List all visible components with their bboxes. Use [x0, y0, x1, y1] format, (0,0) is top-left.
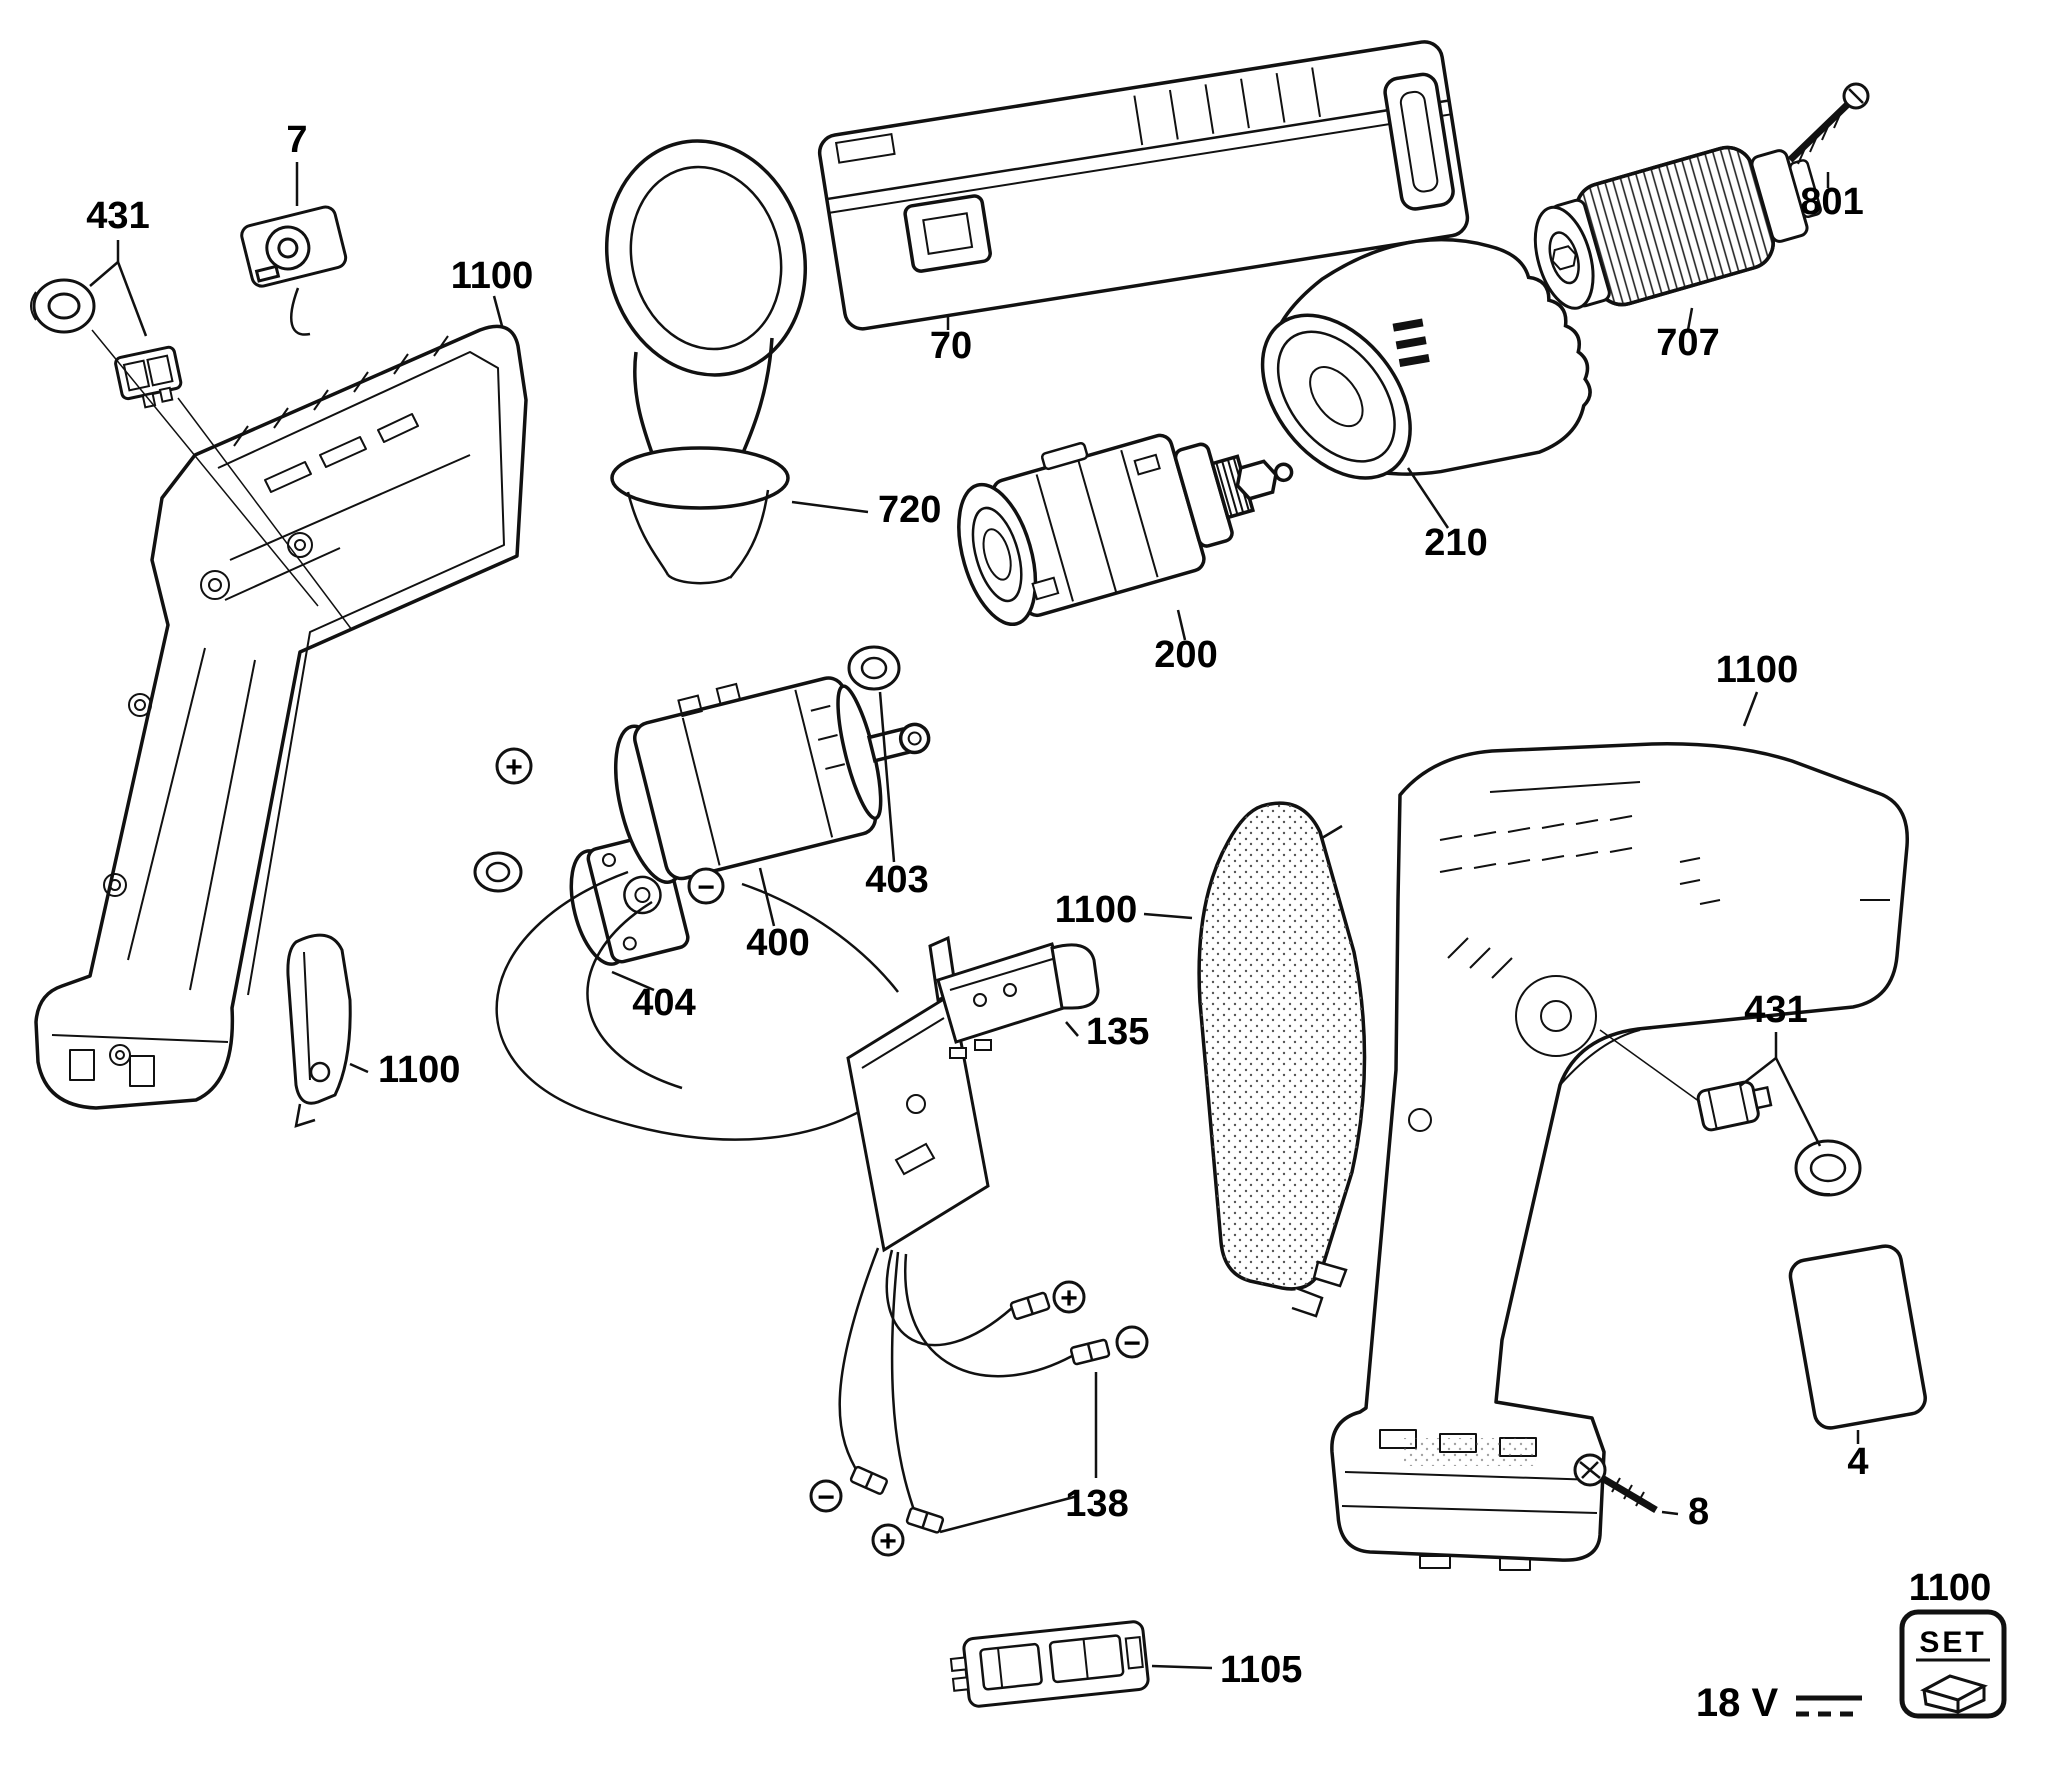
carrying-case-part — [817, 40, 1470, 331]
part-label-138: 138 — [1065, 1483, 1128, 1525]
clutch-collar-part — [1260, 237, 1592, 480]
part-label-8: 8 — [1688, 1491, 1709, 1533]
set-badge-label: SET — [1919, 1626, 1986, 1659]
part-label-400: 400 — [746, 922, 809, 964]
part-label-403: 403 — [865, 859, 928, 901]
part-label-431-left: 431 — [86, 195, 149, 237]
housing-left-part — [34, 324, 528, 1110]
part-label-7: 7 — [286, 119, 307, 161]
chuck-screw-part — [1787, 82, 1870, 165]
part-label-1100-set: 1100 — [1909, 1567, 1991, 1609]
part-label-4: 4 — [1847, 1441, 1868, 1483]
part-label-1100-right: 1100 — [1716, 649, 1798, 691]
wiring-polarity — [809, 1280, 1149, 1557]
housing-right-part — [1330, 742, 1909, 1571]
set-badge — [1899, 1609, 2007, 1719]
terminal-block-part — [949, 1620, 1150, 1708]
motor-plus-mark: + — [505, 751, 523, 784]
button-wire — [290, 287, 311, 336]
voltage-label: 18 V — [1696, 1681, 1779, 1725]
grip-texture — [1199, 803, 1365, 1289]
part-label-404: 404 — [632, 982, 695, 1024]
leader-lines — [295, 162, 1860, 1670]
part-label-210: 210 — [1424, 522, 1487, 564]
switch-assembly-part — [846, 935, 1100, 1253]
funnel-part — [604, 139, 808, 585]
set-cube-icon — [1920, 1674, 1988, 1714]
wiring-set-part — [838, 1247, 1111, 1534]
housing-left-details — [51, 335, 505, 1087]
grommet-part — [473, 645, 901, 893]
part-label-431-right: 431 — [1744, 989, 1807, 1031]
wire-plus-mark-1: + — [1060, 1282, 1078, 1315]
foot-texture — [1404, 1438, 1536, 1466]
motor-minus-mark: − — [697, 871, 715, 904]
wire-minus-mark-1: − — [1123, 1327, 1141, 1360]
part-label-1100-lever: 1100 — [378, 1049, 460, 1091]
wire-minus-mark-2: − — [817, 1481, 835, 1514]
housing-screw-part — [1573, 1453, 1658, 1514]
part-label-1100-grip: 1100 — [1055, 889, 1137, 931]
trigger-button — [1050, 943, 1100, 1010]
gearbox-joints — [1035, 449, 1159, 602]
motor-details — [677, 682, 846, 866]
fastener-left-leaders — [89, 240, 353, 631]
chuck-hex-socket — [1551, 245, 1577, 271]
grip-cover-part — [1197, 801, 1367, 1318]
part-label-801: 801 — [1800, 181, 1863, 223]
wire-plus-mark-2: + — [879, 1525, 897, 1558]
case-grooves — [1133, 67, 1321, 146]
motor-part — [569, 676, 931, 966]
motor-polarity — [495, 747, 725, 905]
lock-lever-part — [286, 933, 352, 1128]
fastener-kit-left-part — [30, 240, 353, 631]
part-label-707: 707 — [1656, 322, 1719, 364]
torque-marks — [1392, 318, 1430, 368]
fastener-right-leaders — [1599, 1029, 1822, 1147]
fastener-kit-right-part — [1599, 1029, 1862, 1197]
part-label-1100-left: 1100 — [451, 255, 533, 297]
name-plate-part — [1788, 1244, 1927, 1430]
motor-harness-wires — [495, 870, 901, 1141]
part-label-200: 200 — [1154, 634, 1217, 676]
part-label-720: 720 — [878, 489, 941, 531]
dc-symbol — [1796, 1695, 1862, 1717]
part-label-135: 135 — [1086, 1011, 1149, 1053]
switch-button-part — [240, 205, 348, 336]
chuck-part — [1533, 145, 1822, 310]
part-label-70: 70 — [930, 325, 972, 367]
housing-right-details — [1341, 781, 1890, 1571]
gearbox-part — [957, 433, 1294, 627]
wire-connectors — [849, 1291, 1111, 1534]
part-label-1105: 1105 — [1220, 1649, 1302, 1691]
